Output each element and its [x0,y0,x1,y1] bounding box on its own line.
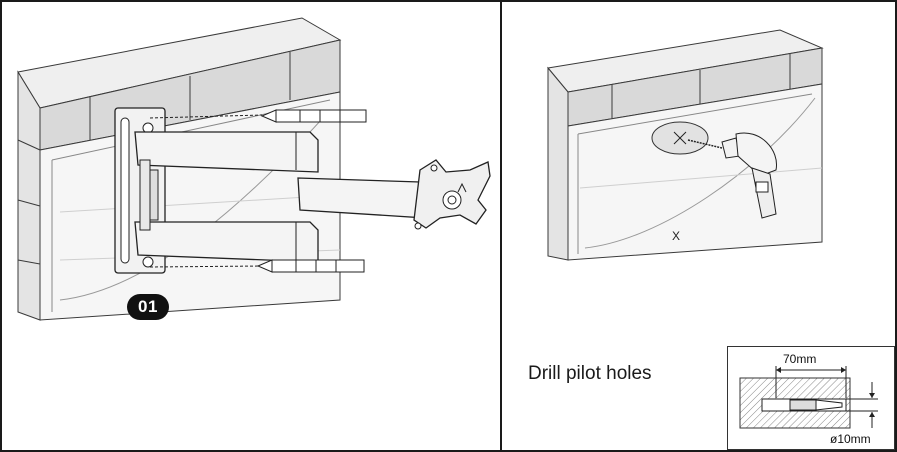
screw-anchor-icon-bottom [256,259,365,273]
wall-mark-x: X [672,229,681,243]
drill-icon [687,132,777,219]
wall-front-face-right [567,83,823,261]
upper-arm [134,131,319,173]
screw-anchor-icon-top [260,109,367,123]
instruction-caption: Drill pilot holes [528,363,652,384]
step-number-badge: 01 [127,294,169,320]
depth-label: 70mm [783,352,817,366]
lower-arm [134,221,319,263]
diameter-label: ø10mm [830,432,871,446]
bracket-illustration [17,17,491,321]
